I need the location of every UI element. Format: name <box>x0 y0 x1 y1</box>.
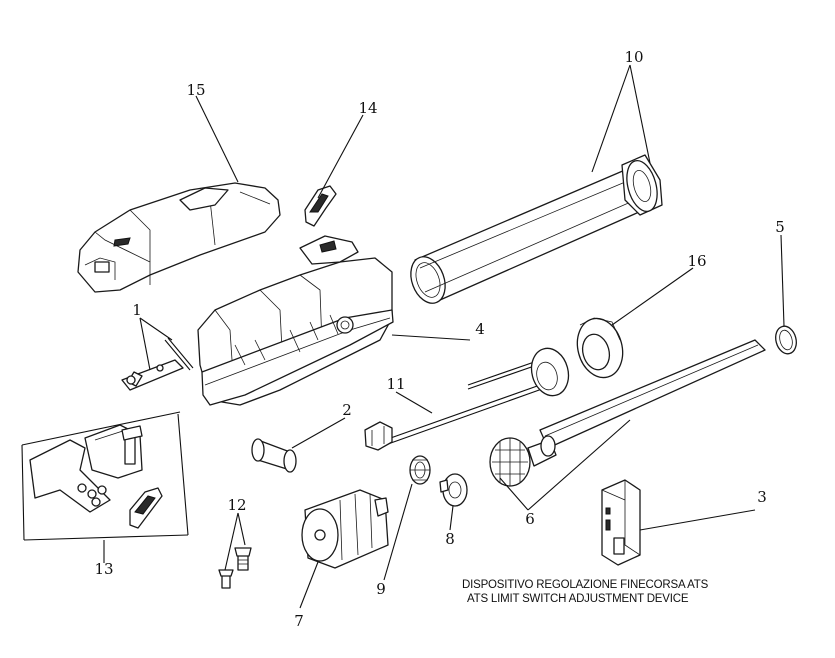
part-13-bracket-set <box>21 411 189 541</box>
part-1-fixing-bracket <box>121 337 194 391</box>
caption-italian: DISPOSITIVO REGOLAZIONE FINECORSA ATS <box>462 579 709 591</box>
label-12: 12 <box>227 496 246 514</box>
part-16-ring-nut <box>576 317 624 379</box>
label-1: 1 <box>132 301 142 319</box>
label-4: 4 <box>475 320 485 338</box>
part-2-cylinder <box>251 438 297 473</box>
part-10-drive-tube <box>410 154 663 304</box>
label-3: 3 <box>757 488 767 506</box>
part-7-motor <box>301 489 389 569</box>
part-3-limit-switch-device <box>601 479 641 566</box>
label-5: 5 <box>775 218 785 236</box>
label-6: 6 <box>525 510 535 528</box>
caption-english: ATS LIMIT SWITCH ADJUSTMENT DEVICE <box>467 593 689 605</box>
label-10: 10 <box>624 48 643 66</box>
label-16: 16 <box>687 252 706 270</box>
part-4-main-housing <box>197 235 394 406</box>
label-15: 15 <box>186 81 205 99</box>
part-9-gear <box>409 455 431 485</box>
label-13: 13 <box>94 560 113 578</box>
label-2: 2 <box>342 401 352 419</box>
part-5-o-ring <box>775 325 797 355</box>
label-9: 9 <box>376 580 386 598</box>
part-11-rod <box>364 347 570 451</box>
label-11: 11 <box>386 375 405 393</box>
label-14: 14 <box>358 99 377 117</box>
part-6-lead-screw <box>489 339 766 487</box>
leader-lines <box>103 64 785 609</box>
label-7: 7 <box>294 612 304 630</box>
part-15-top-cover <box>77 182 281 293</box>
part-14-release-handle <box>304 185 337 227</box>
part-12-screws <box>218 547 252 589</box>
part-8-gear-wheel <box>439 473 468 507</box>
label-8: 8 <box>445 530 455 548</box>
